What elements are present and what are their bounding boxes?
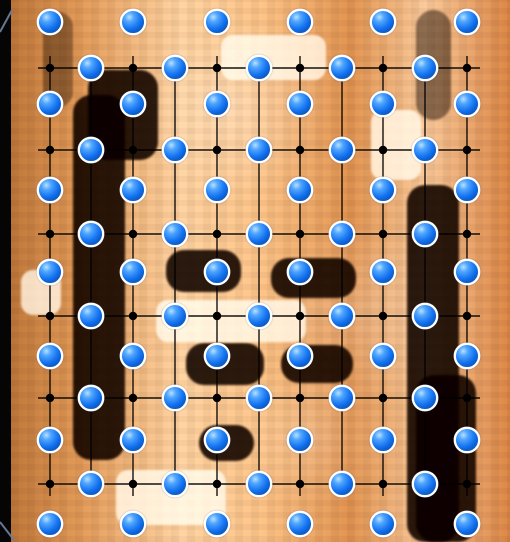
center-light-patch <box>156 300 306 342</box>
center-dark-band-2 <box>271 258 356 298</box>
right-middle-light-patch <box>371 110 421 180</box>
left-upper-dark-patch <box>88 70 158 160</box>
left-light-patch <box>21 270 61 315</box>
center-dark-band-4 <box>281 345 353 383</box>
upper-light-patch <box>221 35 326 80</box>
center-dark-band-3 <box>186 343 264 385</box>
micrograph-background <box>11 0 510 542</box>
lower-center-dark-patch <box>199 425 254 461</box>
lower-left-light-patch <box>116 470 226 525</box>
upper-right-shadow <box>416 10 451 120</box>
right-lower-dark-column <box>416 375 476 542</box>
upper-left-shadow <box>43 12 73 107</box>
center-dark-band-1 <box>166 250 241 292</box>
